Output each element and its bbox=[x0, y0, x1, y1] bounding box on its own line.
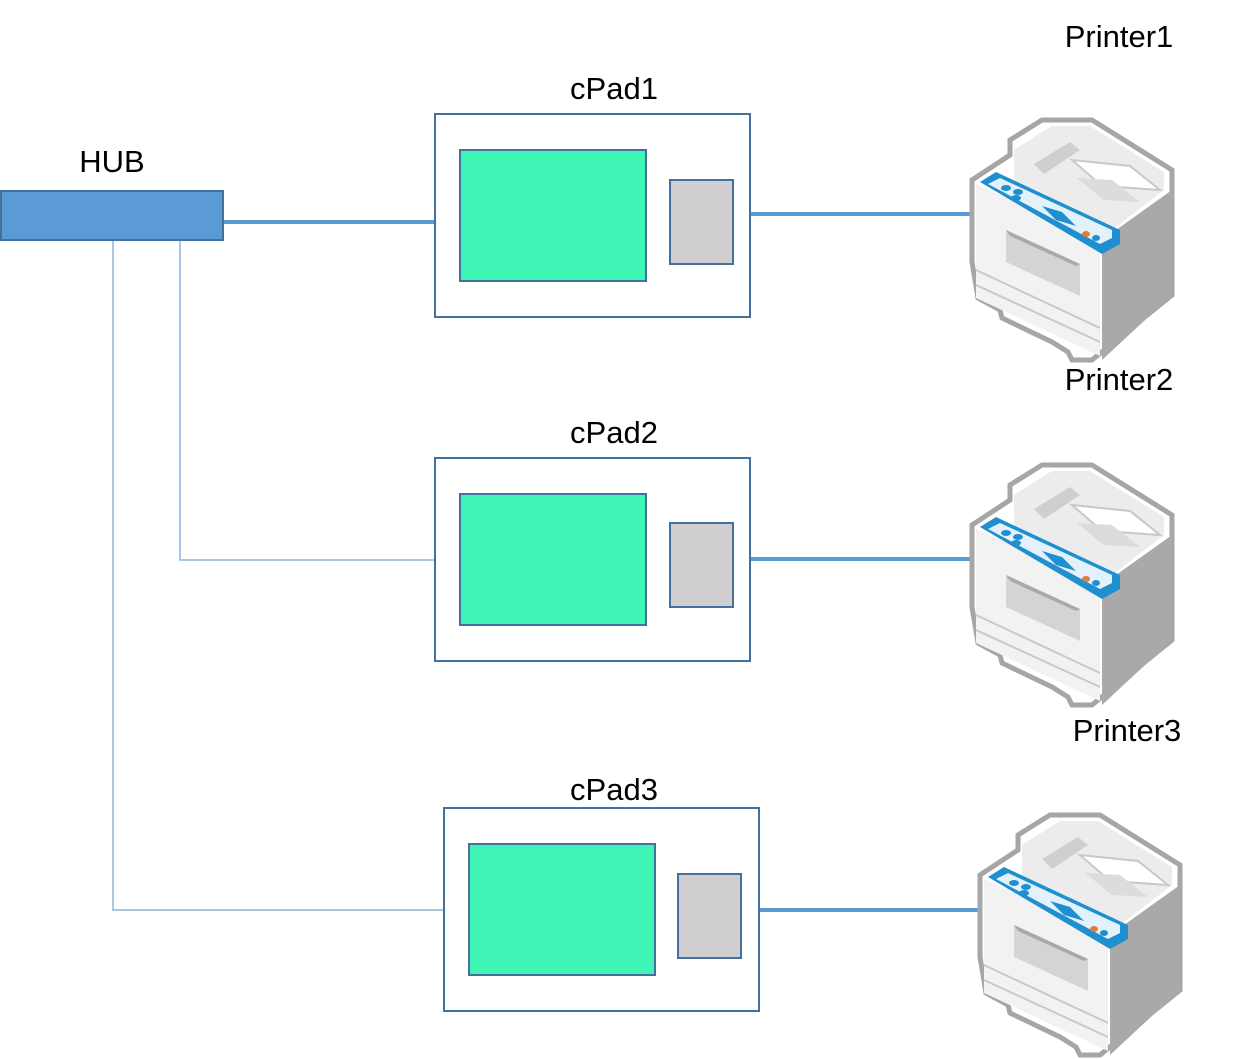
cpad1-button bbox=[669, 179, 734, 265]
cpad2-label: cPad2 bbox=[570, 415, 658, 450]
connectors bbox=[112, 212, 980, 912]
cpad2-screen bbox=[459, 493, 647, 626]
cpad2-node: cPad2 bbox=[434, 415, 751, 662]
cpad1-label: cPad1 bbox=[570, 71, 658, 106]
printer3-label: Printer3 bbox=[1073, 713, 1182, 748]
printer-icon bbox=[972, 465, 1172, 705]
cpad3-label: cPad3 bbox=[570, 772, 658, 807]
printer1-label: Printer1 bbox=[1065, 19, 1174, 54]
cpad1-node: cPad1 bbox=[434, 71, 751, 318]
cpad1-screen bbox=[459, 149, 647, 282]
printer1-node: Printer1 bbox=[972, 19, 1173, 360]
printer2-node: Printer2 bbox=[972, 362, 1173, 705]
hub-to-cpad2-connector bbox=[179, 240, 435, 561]
cpad3-screen bbox=[468, 843, 656, 976]
hub-label: HUB bbox=[79, 144, 144, 179]
hub-node: HUB bbox=[0, 144, 224, 241]
cpad2-button bbox=[669, 522, 734, 608]
printer2-label: Printer2 bbox=[1065, 362, 1174, 397]
printer-icon bbox=[980, 815, 1180, 1055]
cpad3-button bbox=[677, 873, 742, 959]
cpad3-node: cPad3 bbox=[443, 772, 760, 1012]
hub-to-cpad3-connector bbox=[112, 240, 444, 911]
printer3-node: Printer3 bbox=[980, 713, 1181, 1055]
hub-box bbox=[0, 190, 224, 241]
printer-icon bbox=[972, 120, 1172, 360]
